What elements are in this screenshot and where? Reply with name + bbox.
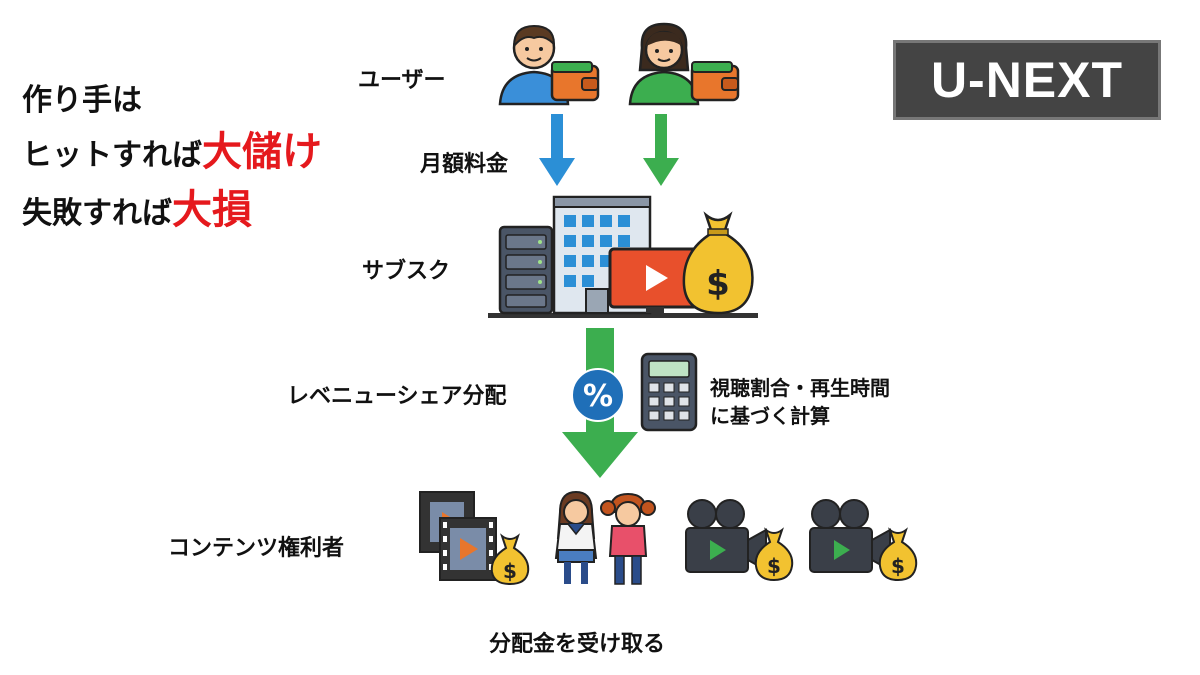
svg-text:$: $ <box>706 264 730 304</box>
server-rack-icon <box>498 225 554 315</box>
fee-label: 月額料金 <box>420 152 509 177</box>
calc-note-line-2: に基づく計算 <box>710 404 830 428</box>
subscription-label: サブスク <box>362 259 451 284</box>
headline-line-3-prefix: 失敗すれば <box>22 196 172 231</box>
headline-line-1: 作り手は <box>22 83 142 118</box>
calculator-icon <box>640 352 698 432</box>
calc-note: 視聴割合・再生時間 に基づく計算 <box>710 374 890 430</box>
receive-label: 分配金を受け取る <box>489 632 666 657</box>
svg-text:$: $ <box>767 554 781 578</box>
svg-text:$: $ <box>503 559 517 583</box>
girl-icon <box>554 490 656 585</box>
rights-holders-label: コンテンツ権利者 <box>168 536 345 561</box>
female-user-icon <box>628 22 740 106</box>
headline-line-3-emphasis: 大損 <box>172 187 252 233</box>
headline-line-2: ヒットすれば大儲け <box>22 132 322 172</box>
headline-line-2-emphasis: 大儲け <box>202 129 322 175</box>
video-player-icon <box>608 247 702 313</box>
revenue-share-label: レベニューシェア分配 <box>287 384 507 409</box>
u-next-logo: U-NEXT <box>893 40 1161 120</box>
svg-text:$: $ <box>891 554 905 578</box>
movie-camera-icon: $ <box>809 499 918 582</box>
percent-icon: % <box>571 368 625 422</box>
subscription-service-icon: $ <box>488 195 758 318</box>
wallet-icon <box>550 61 600 102</box>
blue-arrow-down <box>539 114 575 186</box>
money-bag-icon: $ <box>682 211 754 315</box>
headline-line-2-prefix: ヒットすれば <box>22 138 202 173</box>
svg-text:%: % <box>583 379 613 414</box>
male-user-icon <box>498 24 600 106</box>
users-label: ユーザー <box>358 68 446 93</box>
headline-line-3: 失敗すれば大損 <box>22 190 252 230</box>
green-arrow-down <box>643 114 679 186</box>
calc-note-line-1: 視聴割合・再生時間 <box>710 376 890 400</box>
movie-camera-icon: $ <box>685 499 794 582</box>
film-strip-icon: $ <box>419 491 530 586</box>
